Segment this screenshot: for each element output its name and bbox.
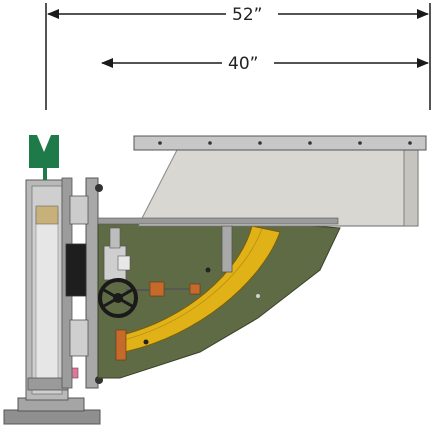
adjuster-assembly <box>103 227 201 361</box>
dimension-label-inner: 40” <box>228 54 258 74</box>
handwheel-icon <box>98 278 138 318</box>
top-rail <box>133 135 427 151</box>
v-block-icon <box>29 135 59 180</box>
sloped-tray <box>137 147 419 227</box>
dimension-label-overall: 52” <box>232 5 262 25</box>
base-plate <box>3 397 101 425</box>
support-post <box>97 217 339 273</box>
panel-bolts <box>143 267 260 345</box>
dimension-inner: 40” <box>101 54 429 74</box>
dimension-overall: 52” <box>45 3 431 110</box>
mount-plate <box>65 177 103 389</box>
